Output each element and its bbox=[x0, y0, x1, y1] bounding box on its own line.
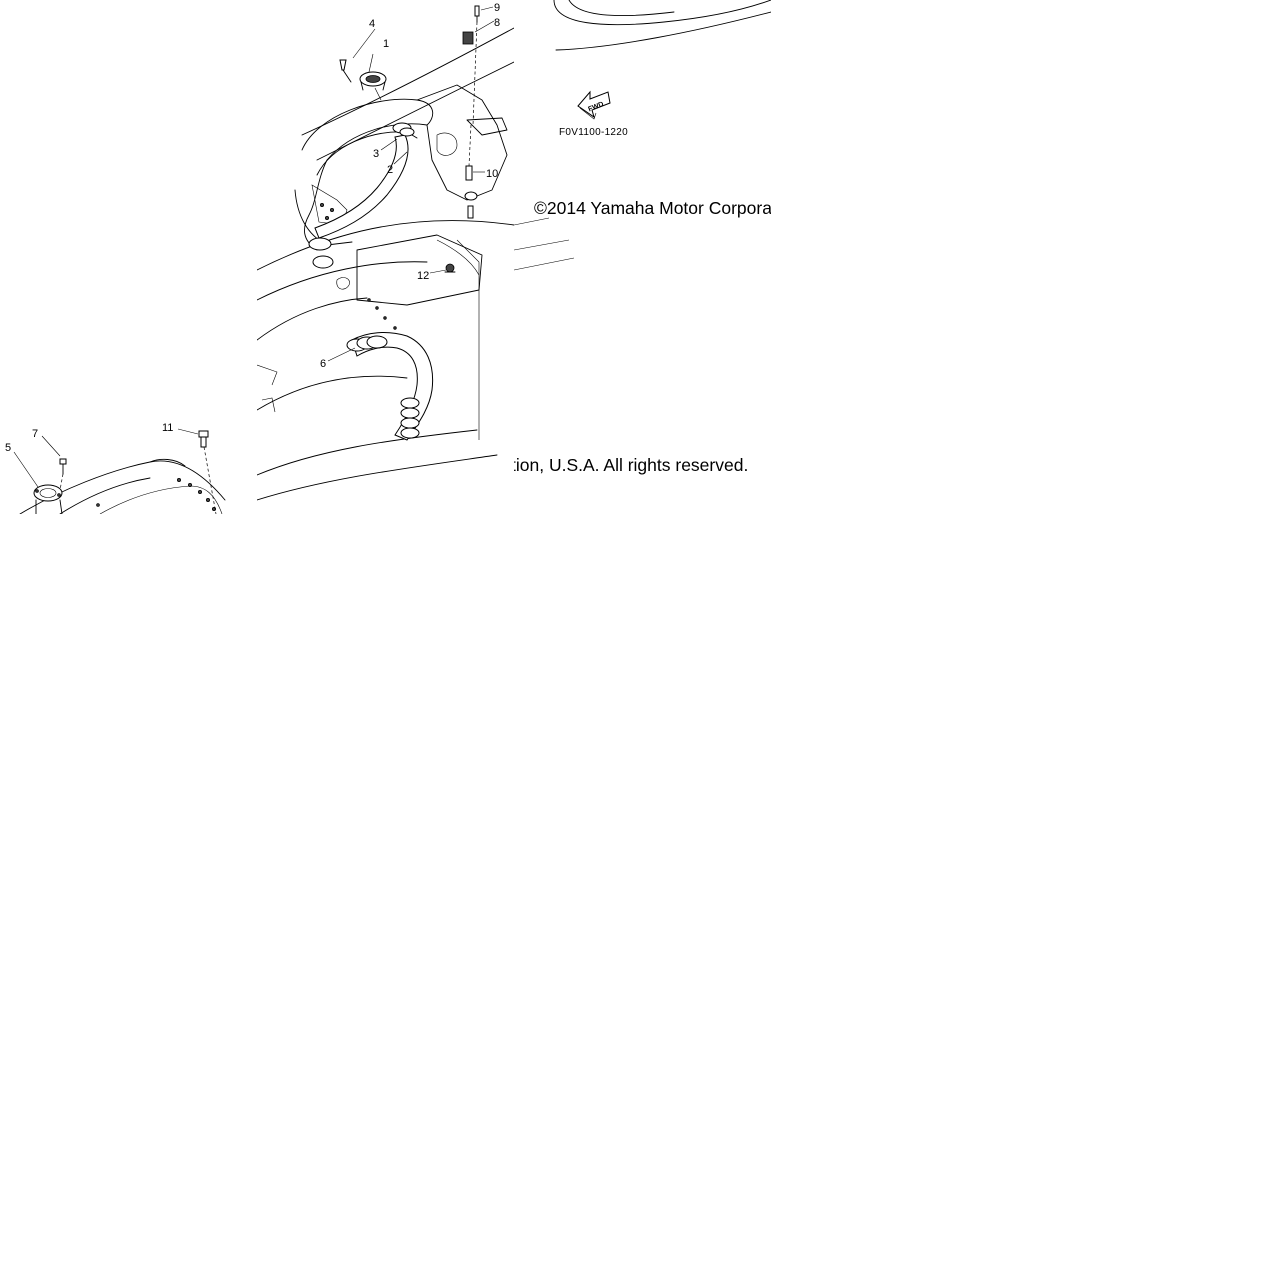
figure-code: F0V1100-1220 bbox=[559, 127, 628, 138]
hull-drawing-right: FWD F0V1100-1220 ©2014 Yamaha Motor Corp… bbox=[514, 0, 771, 475]
callout-12: 12 bbox=[417, 270, 429, 282]
hull-drawing-center: 4 1 3 2 6 8 9 10 12 bbox=[257, 2, 514, 501]
callout-3: 3 bbox=[373, 148, 379, 160]
diagram-tile-left: 5 7 11 bbox=[0, 0, 257, 514]
callout-11: 11 bbox=[162, 422, 173, 434]
callout-7: 7 bbox=[32, 428, 38, 440]
callout-1: 1 bbox=[383, 38, 389, 50]
diagram-tile-right: FWD F0V1100-1220 ©2014 Yamaha Motor Corp… bbox=[514, 0, 771, 514]
forward-arrow-icon: FWD bbox=[577, 90, 611, 120]
diagram-tile-center: 4 1 3 2 6 8 9 10 12 bbox=[257, 0, 514, 514]
callout-4: 4 bbox=[369, 18, 375, 30]
callout-9: 9 bbox=[494, 2, 500, 14]
copyright-part2: tion, U.S.A. All rights reserved. bbox=[514, 455, 748, 475]
callout-2: 2 bbox=[387, 164, 393, 176]
callout-8: 8 bbox=[494, 17, 500, 29]
callout-10: 10 bbox=[486, 168, 498, 180]
hull-drawing-left: 5 7 11 bbox=[5, 422, 226, 514]
copyright-part1: ©2014 Yamaha Motor Corpora bbox=[534, 198, 771, 218]
callout-6: 6 bbox=[320, 358, 326, 370]
callout-5: 5 bbox=[5, 442, 11, 454]
